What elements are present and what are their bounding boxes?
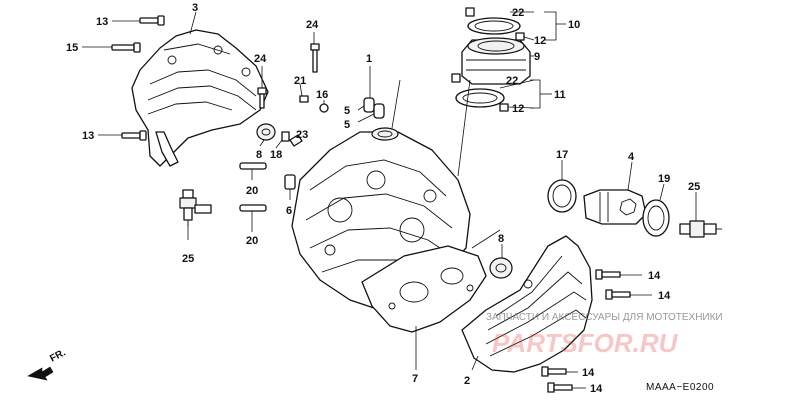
watermark-brand: PARTSFOR.RU xyxy=(492,328,679,358)
dowel-part-5-b xyxy=(373,103,385,119)
callout-4: 4 xyxy=(628,151,635,163)
callout-25-left: 25 xyxy=(182,253,194,265)
watermark: ЗАПЧАСТИ И АКСЕССУАРЫ ДЛЯ МОТОТЕХНИКИ PA… xyxy=(486,312,723,358)
callout-1: 1 xyxy=(366,53,372,65)
spark-plug-part-right xyxy=(679,220,722,238)
callout-21: 21 xyxy=(294,75,306,87)
spark-plug-part-left xyxy=(179,189,212,226)
callout-18: 18 xyxy=(270,149,282,161)
callout-3: 3 xyxy=(192,2,198,14)
callout-23: 23 xyxy=(296,129,308,141)
callout-8-left: 8 xyxy=(256,149,262,161)
callout-24-top: 24 xyxy=(306,19,319,31)
callout-labels: 13 15 13 3 25 24 24 21 16 1 5 5 23 8 18 … xyxy=(66,2,700,395)
pin-part-18 xyxy=(281,131,290,142)
front-direction-marker: FR. xyxy=(27,347,68,381)
callout-2: 2 xyxy=(464,375,470,387)
o-ring-part-19 xyxy=(642,199,670,237)
bolt-part-13-top xyxy=(139,15,165,26)
callout-22-top: 22 xyxy=(512,7,524,19)
callout-14-c: 14 xyxy=(582,367,595,379)
bolt-part-15 xyxy=(111,42,141,53)
callout-11: 11 xyxy=(554,89,566,101)
callout-17: 17 xyxy=(556,149,568,161)
callout-19: 19 xyxy=(658,173,670,185)
callout-24-left: 24 xyxy=(254,53,267,65)
screw-part-12-bottom xyxy=(499,103,509,112)
callout-6: 6 xyxy=(286,205,292,217)
callout-5-b: 5 xyxy=(344,119,350,131)
callout-13-top: 13 xyxy=(96,16,108,28)
clip-part-23 xyxy=(289,134,303,147)
leader-lines xyxy=(82,11,697,389)
bolt-part-14-a xyxy=(595,269,621,280)
diagram-code: MAAA−E0200 xyxy=(646,382,714,393)
front-label: FR. xyxy=(48,347,68,364)
bolt-part-13-bottom xyxy=(121,130,147,141)
callout-20-bottom: 20 xyxy=(246,235,258,247)
callout-15: 15 xyxy=(66,42,78,54)
seal-part-8-left xyxy=(256,123,276,141)
bolt-part-14-c xyxy=(541,366,567,377)
seal-part-8-right xyxy=(489,257,513,279)
stud-part-20-top xyxy=(239,162,267,170)
dowel-part-5-a xyxy=(363,97,375,113)
callout-5-a: 5 xyxy=(344,105,350,117)
watermark-slogan: ЗАПЧАСТИ И АКСЕССУАРЫ ДЛЯ МОТОТЕХНИКИ xyxy=(486,312,723,323)
screw-part-12-top xyxy=(515,32,525,41)
plug-part-center xyxy=(371,127,399,141)
bolt-part-14-d xyxy=(547,382,573,393)
dowel-part-6 xyxy=(284,174,296,190)
cap-part-4 xyxy=(583,189,647,225)
stud-part-20-bottom xyxy=(239,204,267,212)
callout-14-a: 14 xyxy=(648,270,661,282)
front-arrow-icon xyxy=(27,366,54,381)
callout-16: 16 xyxy=(316,89,328,101)
callout-20-top: 20 xyxy=(246,185,258,197)
callout-12-bottom: 12 xyxy=(512,103,524,115)
callout-13-bottom: 13 xyxy=(82,130,94,142)
head-gasket-part xyxy=(361,245,487,333)
callout-8-right: 8 xyxy=(498,233,504,245)
head-cover-part xyxy=(131,29,269,167)
callout-22-bottom: 22 xyxy=(506,75,518,87)
callout-14-d: 14 xyxy=(590,383,603,395)
joint-clamp-part-10 xyxy=(465,7,521,35)
callout-10: 10 xyxy=(568,19,580,31)
callout-14-b: 14 xyxy=(658,290,671,302)
o-ring-part-17 xyxy=(547,179,577,213)
callout-9: 9 xyxy=(534,51,540,63)
intake-joint-part-9 xyxy=(461,37,531,85)
bolt-part-14-b xyxy=(605,289,631,300)
callout-25-right: 25 xyxy=(688,181,700,193)
bolt-part-24-top xyxy=(310,43,320,73)
callout-12-top: 12 xyxy=(534,35,546,47)
side-cover-part-2 xyxy=(461,235,593,373)
callout-7: 7 xyxy=(412,373,418,385)
nut-part-16 xyxy=(319,103,329,113)
washer-part-21 xyxy=(299,95,309,103)
